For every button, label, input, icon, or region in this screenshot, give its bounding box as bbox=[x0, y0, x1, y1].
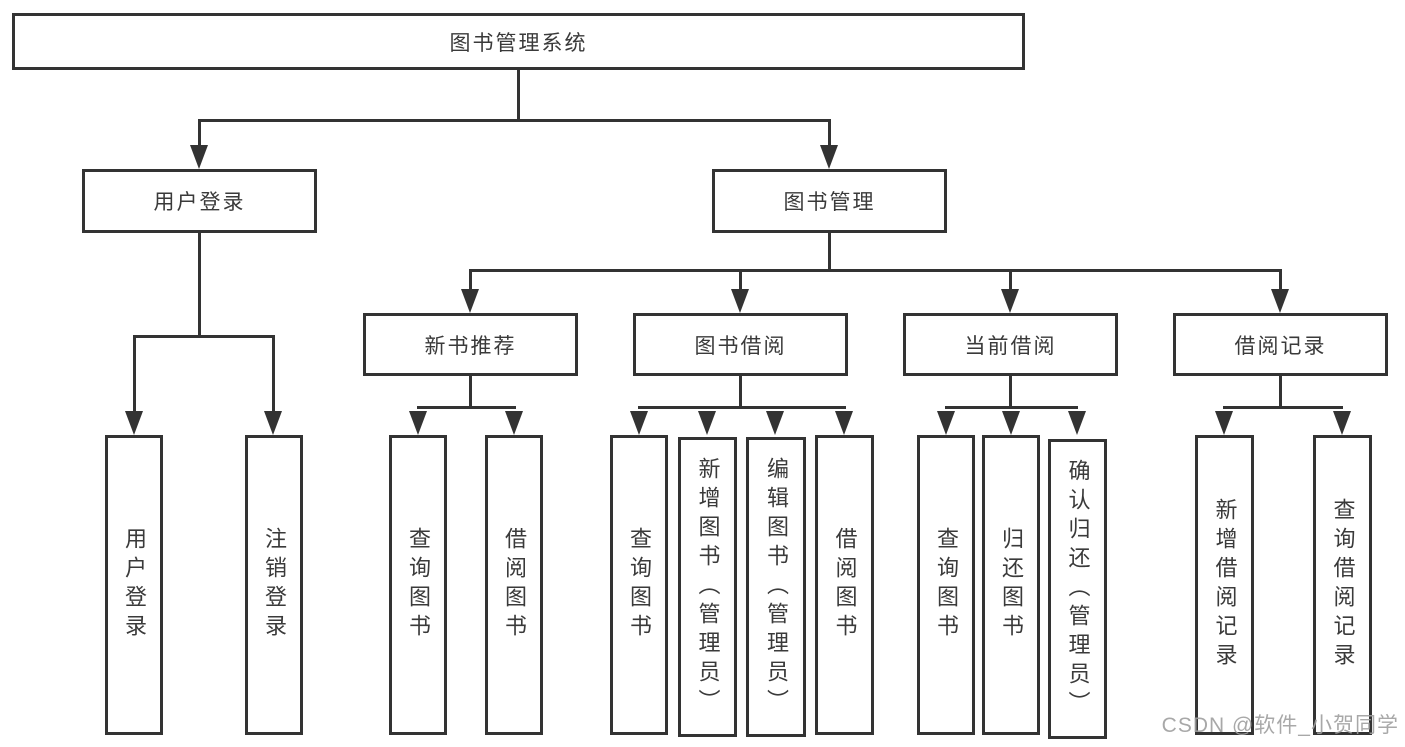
leaf-logout: 注销登录 bbox=[245, 435, 303, 735]
leaf-bb-add-books-admin-label: 新增图书（管理员） bbox=[695, 456, 721, 718]
node-current-borrowing-label: 当前借阅 bbox=[964, 334, 1057, 358]
leaf-br-query-record-label: 查询借阅记录 bbox=[1330, 498, 1356, 672]
arrowhead-br-add bbox=[1215, 411, 1233, 435]
node-book-management: 图书管理 bbox=[712, 169, 947, 233]
node-root-library-system: 图书管理系统 bbox=[12, 13, 1025, 70]
node-root-label: 图书管理系统 bbox=[449, 31, 588, 55]
leaf-cb-confirm-return-admin-label: 确认归还（管理员） bbox=[1065, 458, 1091, 720]
leaf-br-query-record: 查询借阅记录 bbox=[1313, 435, 1372, 735]
arrowhead-nb-borrow bbox=[505, 411, 523, 435]
node-borrowing-records-label: 借阅记录 bbox=[1234, 334, 1327, 358]
connector-new-book-branch bbox=[417, 406, 516, 409]
arrowhead-user-login bbox=[190, 145, 208, 169]
connector-drop-user-login bbox=[198, 119, 201, 147]
arrowhead-bb-edit bbox=[766, 411, 784, 435]
connector-drop-book-borrowing bbox=[739, 269, 742, 292]
leaf-bb-edit-books-admin-label: 编辑图书（管理员） bbox=[764, 456, 789, 718]
connector-book-borrowing-branch bbox=[638, 406, 846, 409]
leaf-bb-query-books-label: 查询图书 bbox=[627, 527, 652, 643]
connector-user-login-stem bbox=[198, 233, 201, 338]
arrowhead-book-management bbox=[820, 145, 838, 169]
leaf-cb-return-books-label: 归还图书 bbox=[999, 527, 1024, 643]
leaf-br-add-record: 新增借阅记录 bbox=[1195, 435, 1254, 735]
leaf-cb-query-books-label: 查询图书 bbox=[934, 527, 959, 643]
arrowhead-cb-query bbox=[937, 411, 955, 435]
connector-current-borrowing-stem bbox=[1009, 376, 1012, 409]
leaf-nb-query-books-label: 查询图书 bbox=[406, 527, 431, 643]
leaf-logout-label: 注销登录 bbox=[262, 527, 287, 643]
leaf-bb-borrow-books-label: 借阅图书 bbox=[832, 527, 858, 643]
connector-new-book-stem bbox=[469, 376, 472, 409]
leaf-bb-edit-books-admin: 编辑图书（管理员） bbox=[746, 437, 806, 737]
leaf-bb-borrow-books: 借阅图书 bbox=[815, 435, 874, 735]
node-book-borrowing: 图书借阅 bbox=[633, 313, 848, 376]
connector-borrowing-records-stem bbox=[1279, 376, 1282, 409]
arrowhead-leaf-logout bbox=[264, 411, 282, 435]
arrowhead-bb-query bbox=[630, 411, 648, 435]
leaf-user-login: 用户登录 bbox=[105, 435, 163, 735]
arrowhead-new-book bbox=[461, 289, 479, 313]
connector-drop-new-book bbox=[469, 269, 472, 292]
arrowhead-leaf-login bbox=[125, 411, 143, 435]
arrowhead-nb-query bbox=[409, 411, 427, 435]
connector-book-management-branch bbox=[469, 269, 1282, 272]
arrowhead-current-borrowing bbox=[1001, 289, 1019, 313]
arrowhead-book-borrowing bbox=[731, 289, 749, 313]
arrowhead-br-query bbox=[1333, 411, 1351, 435]
leaf-user-login-label: 用户登录 bbox=[122, 527, 147, 643]
node-new-book-recommend: 新书推荐 bbox=[363, 313, 578, 376]
arrowhead-cb-confirm bbox=[1068, 411, 1086, 435]
leaf-nb-borrow-books-label: 借阅图书 bbox=[502, 527, 527, 643]
node-user-login-label: 用户登录 bbox=[153, 191, 246, 214]
connector-book-borrowing-stem bbox=[739, 376, 742, 409]
csdn-watermark: CSDN @软件_小贺同学 bbox=[1161, 714, 1399, 737]
leaf-bb-add-books-admin: 新增图书（管理员） bbox=[678, 437, 737, 737]
node-new-book-recommend-label: 新书推荐 bbox=[424, 334, 517, 358]
connector-borrowing-records-branch bbox=[1223, 406, 1343, 409]
leaf-cb-confirm-return-admin: 确认归还（管理员） bbox=[1048, 439, 1107, 739]
leaf-br-add-record-label: 新增借阅记录 bbox=[1212, 498, 1238, 672]
leaf-nb-borrow-books: 借阅图书 bbox=[485, 435, 543, 735]
node-borrowing-records: 借阅记录 bbox=[1173, 313, 1388, 376]
node-book-management-label: 图书管理 bbox=[783, 191, 876, 214]
arrowhead-bb-add bbox=[698, 411, 716, 435]
connector-drop-current-borrowing bbox=[1009, 269, 1012, 292]
connector-drop-leaf-login bbox=[133, 335, 136, 413]
connector-root-branch bbox=[198, 119, 831, 122]
arrowhead-borrowing-records bbox=[1271, 289, 1289, 313]
connector-drop-book-management bbox=[828, 119, 831, 147]
leaf-cb-query-books: 查询图书 bbox=[917, 435, 975, 735]
node-book-borrowing-label: 图书借阅 bbox=[694, 334, 787, 358]
connector-book-management-stem bbox=[828, 233, 831, 272]
connector-current-borrowing-branch bbox=[945, 406, 1078, 409]
arrowhead-bb-borrow bbox=[835, 411, 853, 435]
leaf-nb-query-books: 查询图书 bbox=[389, 435, 447, 735]
node-user-login: 用户登录 bbox=[82, 169, 317, 233]
connector-drop-borrowing-records bbox=[1279, 269, 1282, 292]
arrowhead-cb-return bbox=[1002, 411, 1020, 435]
connector-root-stem bbox=[517, 70, 520, 122]
node-current-borrowing: 当前借阅 bbox=[903, 313, 1118, 376]
connector-user-login-branch bbox=[133, 335, 275, 338]
connector-drop-leaf-logout bbox=[272, 335, 275, 413]
leaf-cb-return-books: 归还图书 bbox=[982, 435, 1040, 735]
leaf-bb-query-books: 查询图书 bbox=[610, 435, 668, 735]
